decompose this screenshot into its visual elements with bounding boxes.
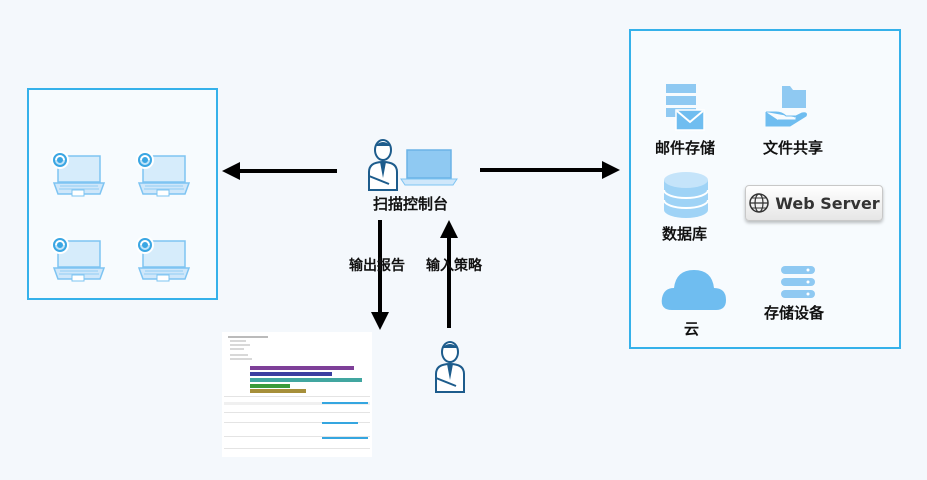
mail-storage-label: 邮件存储 (655, 139, 716, 157)
laptop-scan-icon (136, 236, 191, 282)
hand-folder-icon (765, 86, 807, 127)
laptop-scan-icon (51, 236, 106, 282)
input-policy-label: 输入策略 (426, 258, 482, 274)
laptop-scan-icon (136, 151, 191, 197)
mail-server-icon (666, 84, 705, 131)
cloud-icon (661, 270, 726, 310)
arrow-to-targets (480, 161, 620, 179)
laptop-scan-icon (51, 151, 106, 197)
cloud-label: 云 (684, 320, 700, 338)
arrow-output-report (371, 220, 389, 330)
storage-device-label: 存储设备 (764, 304, 825, 322)
laptop-icon (400, 149, 458, 186)
arrow-to-clients (222, 162, 337, 180)
web-server-badge: Web Server (745, 185, 883, 221)
arrow-input-policy (440, 220, 458, 328)
person-icon (368, 139, 398, 191)
person-icon (435, 341, 465, 393)
web-server-label: Web Server (775, 193, 880, 213)
file-share-label: 文件共享 (763, 139, 824, 157)
storage-stack-icon (781, 266, 815, 298)
console-label: 扫描控制台 (373, 195, 449, 213)
database-icon (663, 172, 709, 218)
globe-icon (749, 193, 770, 213)
report-thumbnail (222, 332, 372, 457)
database-label: 数据库 (662, 225, 708, 243)
output-report-label: 输出报告 (349, 258, 405, 274)
